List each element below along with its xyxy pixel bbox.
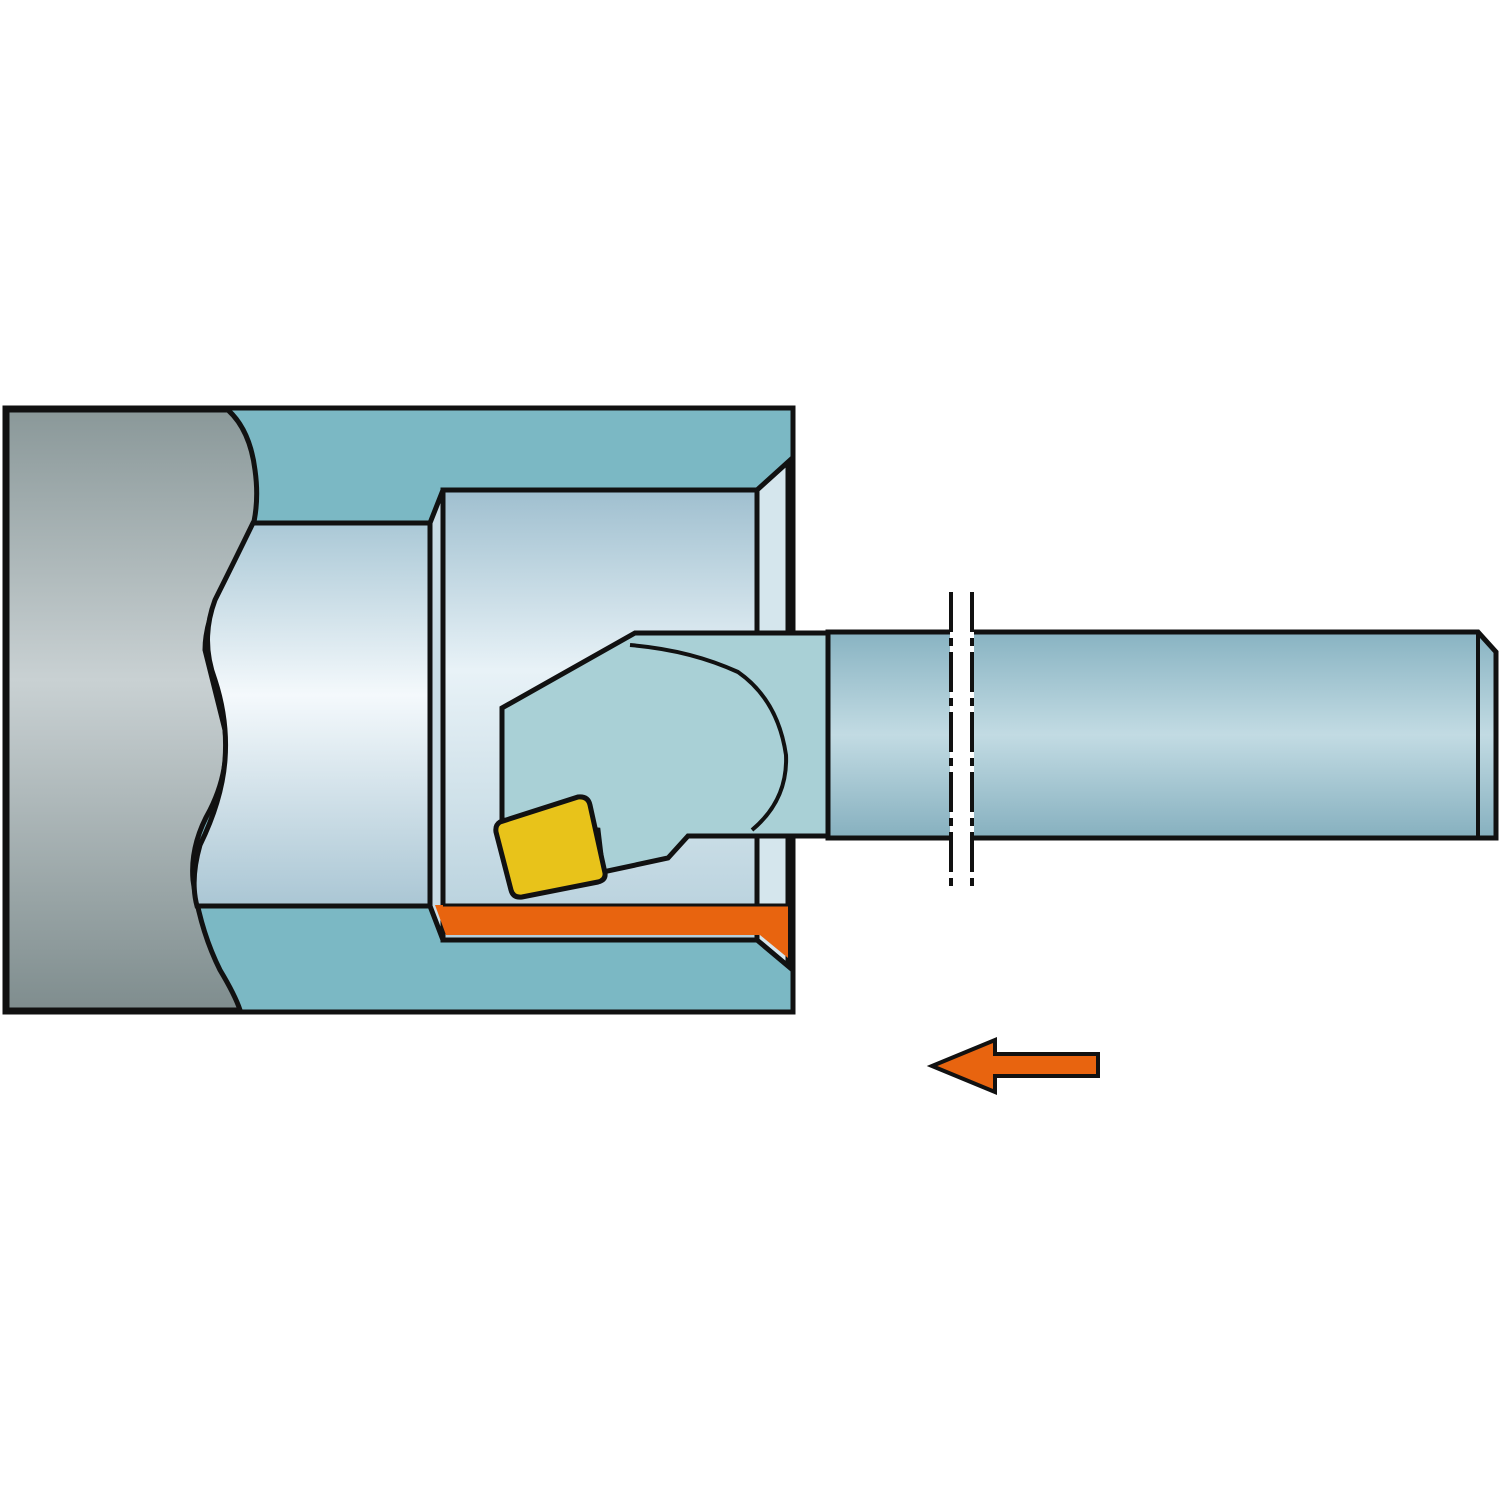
shank-break-icon [949,592,974,888]
bore-step-inner [191,520,433,909]
arrow-left-icon [926,1037,1100,1095]
tool-shank [825,629,1499,841]
tool-head-contour [629,643,789,832]
cut-layer [435,905,788,958]
cutting-insert [493,794,608,900]
